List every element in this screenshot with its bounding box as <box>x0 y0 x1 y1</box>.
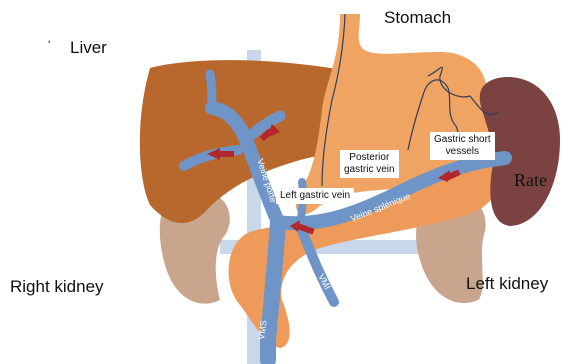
right-kidney-label: Right kidney <box>10 277 104 297</box>
gastric-short-vessels-callout: Gastric short vessels <box>430 132 495 160</box>
stomach-label: Stomach <box>384 8 451 28</box>
left-kidney-label: Left kidney <box>466 274 548 294</box>
spleen-label: Rate <box>514 170 547 191</box>
stray-mark: ' <box>48 38 50 52</box>
left-gastric-vein-callout: Left gastric vein <box>276 188 354 204</box>
flow-arrow-left-stem <box>218 151 234 157</box>
portal-vein-upper-branch <box>210 74 212 108</box>
liver-label: Liver <box>70 38 107 58</box>
posterior-gastric-vein-callout: Posterior gastric vein <box>340 150 399 178</box>
